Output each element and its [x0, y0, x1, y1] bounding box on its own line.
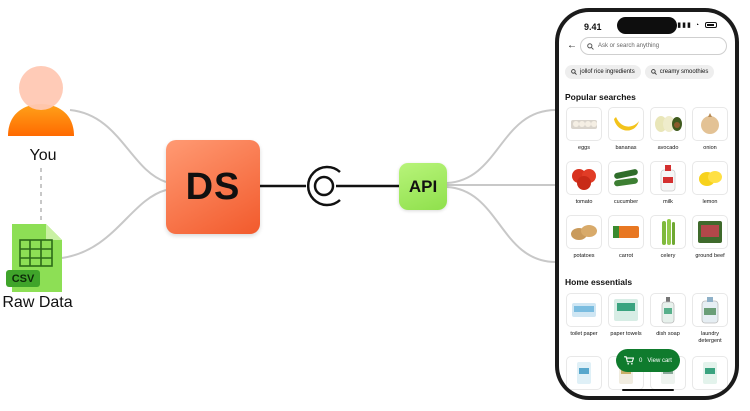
paper-towels-icon [614, 299, 638, 321]
search-placeholder: Ask or search anything [598, 43, 660, 49]
view-cart-label: View cart [647, 357, 672, 364]
search-input[interactable]: Ask or search anything [580, 37, 727, 55]
product-label: celery [660, 253, 676, 259]
phone-screen: 9.41 ▮▮▮ ◔ ← Ask or search anything joll… [559, 12, 735, 396]
product-tile[interactable]: lemon [691, 161, 729, 212]
cucumber-icon [614, 169, 638, 187]
product-bottle-icon [577, 362, 591, 384]
phone-mockup: 9.41 ▮▮▮ ◔ ← Ask or search anything joll… [555, 8, 739, 400]
user-avatar-icon [8, 66, 74, 136]
product-tile[interactable]: potatoes [565, 215, 603, 266]
product-label: eggs [578, 145, 590, 151]
dynamic-island [617, 17, 677, 34]
chip-label: creamy smoothies [659, 69, 709, 75]
avocado-icon [655, 116, 682, 132]
product-label: bananas [615, 145, 637, 151]
wire-raw-to-ds [61, 189, 167, 259]
onion-icon [701, 113, 719, 134]
milk-icon [660, 165, 676, 192]
product-tile[interactable]: laundry detergent [691, 293, 729, 344]
product-tile[interactable]: celery [649, 215, 687, 266]
eggs-icon [571, 120, 597, 129]
product-tile[interactable]: cucumber [607, 161, 645, 212]
home-essentials-title: Home essentials [565, 277, 633, 287]
chip-label: jollof rice ingredients [580, 69, 635, 75]
product-tile[interactable]: onion [691, 107, 729, 158]
product-tile[interactable]: tomato [565, 161, 603, 212]
search-icon [587, 42, 594, 50]
product-label: dish soap [656, 331, 680, 337]
home-grid: toilet paper paper towels dish soap laun… [565, 293, 729, 344]
product-label: avocado [657, 145, 679, 151]
battery-icon [705, 22, 717, 28]
search-icon [571, 69, 577, 75]
celery-icon [662, 219, 675, 245]
suggestion-chips: jollof rice ingredients creamy smoothies [565, 65, 715, 79]
product-tile[interactable]: milk [649, 161, 687, 212]
product-tile[interactable]: bananas [607, 107, 645, 158]
product-tile[interactable]: ground beef [691, 215, 729, 266]
popular-grid: eggs bananas avocado onion tomato cucumb… [565, 107, 729, 266]
wire-api-to-phone-top [446, 109, 557, 184]
dish-soap-icon [661, 297, 675, 324]
popular-searches-title: Popular searches [565, 92, 636, 102]
status-time: 9.41 [584, 22, 602, 32]
product-tile[interactable] [565, 356, 603, 396]
toilet-paper-icon [572, 303, 596, 317]
ds-block: DS [166, 140, 260, 234]
product-tile[interactable]: avocado [649, 107, 687, 158]
product-label: potatoes [573, 253, 595, 259]
cart-icon [624, 356, 635, 365]
product-label: carrot [618, 253, 634, 259]
wifi-icon: ◔ [694, 22, 701, 29]
lemon-icon [699, 171, 722, 186]
product-tile[interactable]: carrot [607, 215, 645, 266]
raw-data-label: Raw Data [2, 294, 73, 311]
spreadsheet-icon: CSV [6, 224, 62, 292]
search-icon [650, 69, 657, 75]
csv-badge: CSV [12, 273, 35, 285]
product-label: cucumber [613, 199, 639, 205]
wire-api-to-phone-bottom [446, 186, 557, 263]
product-tile[interactable]: toilet paper [565, 293, 603, 344]
potato-icon [571, 225, 597, 240]
product-tile[interactable]: paper towels [607, 293, 645, 344]
product-tile[interactable] [691, 356, 729, 396]
carrot-icon [613, 226, 639, 238]
product-label: onion [703, 145, 717, 151]
product-label: lemon [702, 199, 718, 205]
product-tile[interactable]: eggs [565, 107, 603, 158]
view-cart-button[interactable]: 0 View cart [616, 349, 680, 372]
back-arrow-icon[interactable]: ← [567, 40, 577, 51]
detergent-icon [701, 297, 719, 324]
ds-label: DS [185, 165, 241, 208]
you-label: You [29, 147, 57, 164]
product-bottle-icon [703, 362, 717, 384]
product-tile[interactable]: dish soap [649, 293, 687, 344]
chip-jollof[interactable]: jollof rice ingredients [565, 65, 641, 79]
signal-icon: ▮▮▮ [677, 22, 692, 29]
wire-you-to-ds [69, 109, 167, 183]
product-label: ground beef [695, 253, 725, 259]
product-label: paper towels [610, 331, 642, 337]
api-label: API [408, 176, 438, 196]
chip-smoothies[interactable]: creamy smoothies [644, 65, 715, 79]
product-label: tomato [575, 199, 593, 205]
beef-icon [698, 221, 722, 243]
banana-icon [614, 117, 639, 131]
product-label: laundry detergent [698, 331, 722, 344]
api-block: API [399, 163, 447, 210]
tomato-icon [572, 169, 596, 190]
product-label: milk [663, 199, 673, 205]
connector-ring-icon [306, 165, 341, 207]
cart-count: 0 [639, 357, 643, 364]
product-label: toilet paper [570, 331, 598, 337]
status-icons: ▮▮▮ ◔ [677, 21, 717, 29]
home-indicator [622, 389, 674, 391]
